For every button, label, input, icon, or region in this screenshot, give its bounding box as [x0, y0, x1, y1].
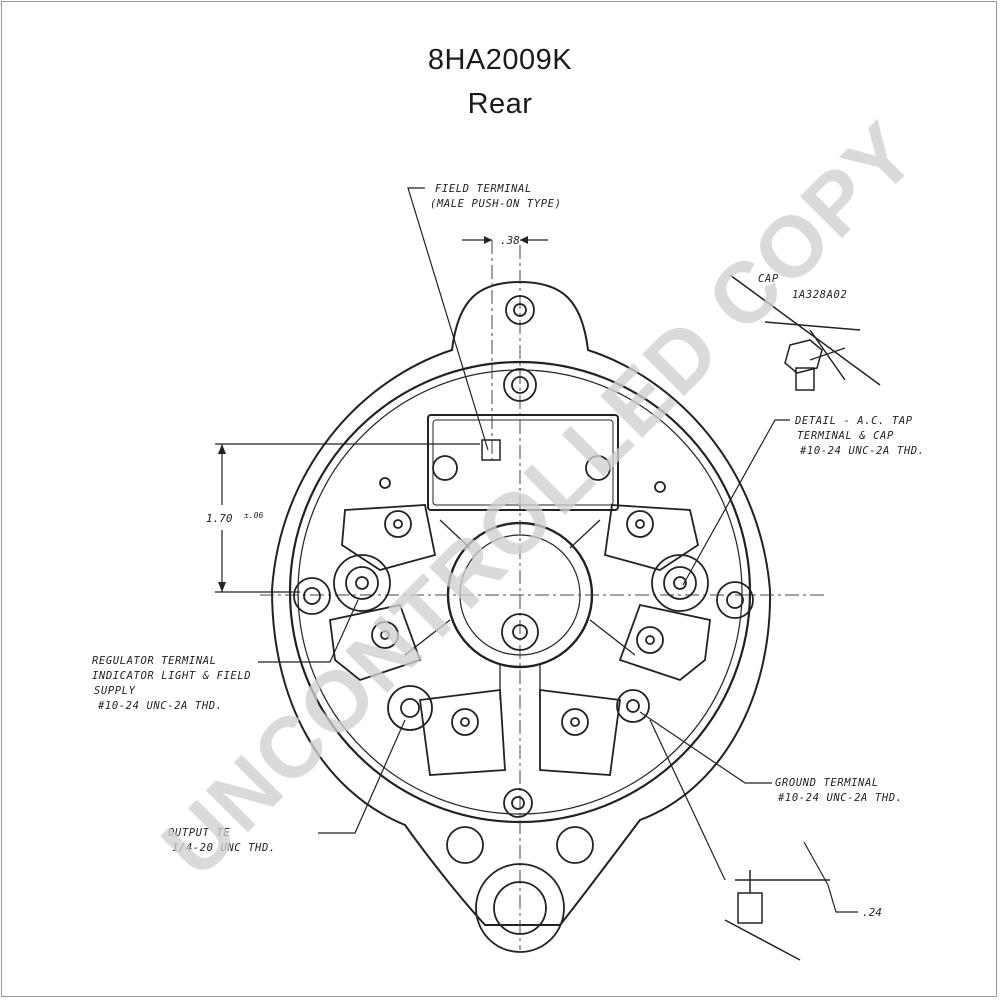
field-terminal-type-note: (MALE PUSH-ON TYPE) — [430, 198, 562, 210]
ground-terminal-stud — [616, 689, 650, 723]
ac-tap-thread-note: #10-24 UNC-2A THD. — [799, 445, 925, 457]
ac-tap-cap-note: TERMINAL & CAP — [797, 430, 894, 442]
regulator-indicator-note: INDICATOR LIGHT & FIELD — [92, 670, 251, 682]
regulator-terminal-note: REGULATOR TERMINAL — [92, 655, 217, 667]
cap-note: CAP — [758, 273, 779, 285]
ground-terminal-note: GROUND TERMINAL — [775, 777, 879, 789]
output-terminal-note: OUTPUT TE — [168, 827, 230, 839]
output-thread-note: 1/4-20 UNC THD. — [172, 842, 276, 854]
cap-part-number: 1A328A02 — [792, 289, 847, 301]
view-label: Rear — [467, 88, 533, 120]
height-tolerance: ±.06 — [244, 511, 263, 520]
ac-tap-stud — [651, 554, 709, 612]
model-number: 8HA2009K — [427, 44, 573, 76]
top-width-dimension: .38 — [500, 234, 520, 247]
field-terminal — [481, 439, 501, 461]
regulator-supply-note: SUPPLY — [94, 685, 136, 697]
stud-dimension: .24 — [862, 906, 882, 919]
output-terminal-stud — [387, 685, 433, 731]
ground-thread-note: #10-24 UNC-2A THD. — [777, 792, 903, 804]
housing-outline — [270, 280, 772, 926]
regulator-terminal-stud — [333, 554, 391, 612]
regulator-plate — [427, 414, 619, 511]
field-terminal-note: FIELD TERMINAL — [435, 183, 532, 195]
ac-tap-detail-note: DETAIL - A.C. TAP — [794, 415, 913, 427]
height-dimension: 1.70 — [206, 512, 233, 525]
mounting-bore — [475, 863, 565, 953]
regulator-thread-note: #10-24 UNC-2A THD. — [97, 700, 223, 712]
